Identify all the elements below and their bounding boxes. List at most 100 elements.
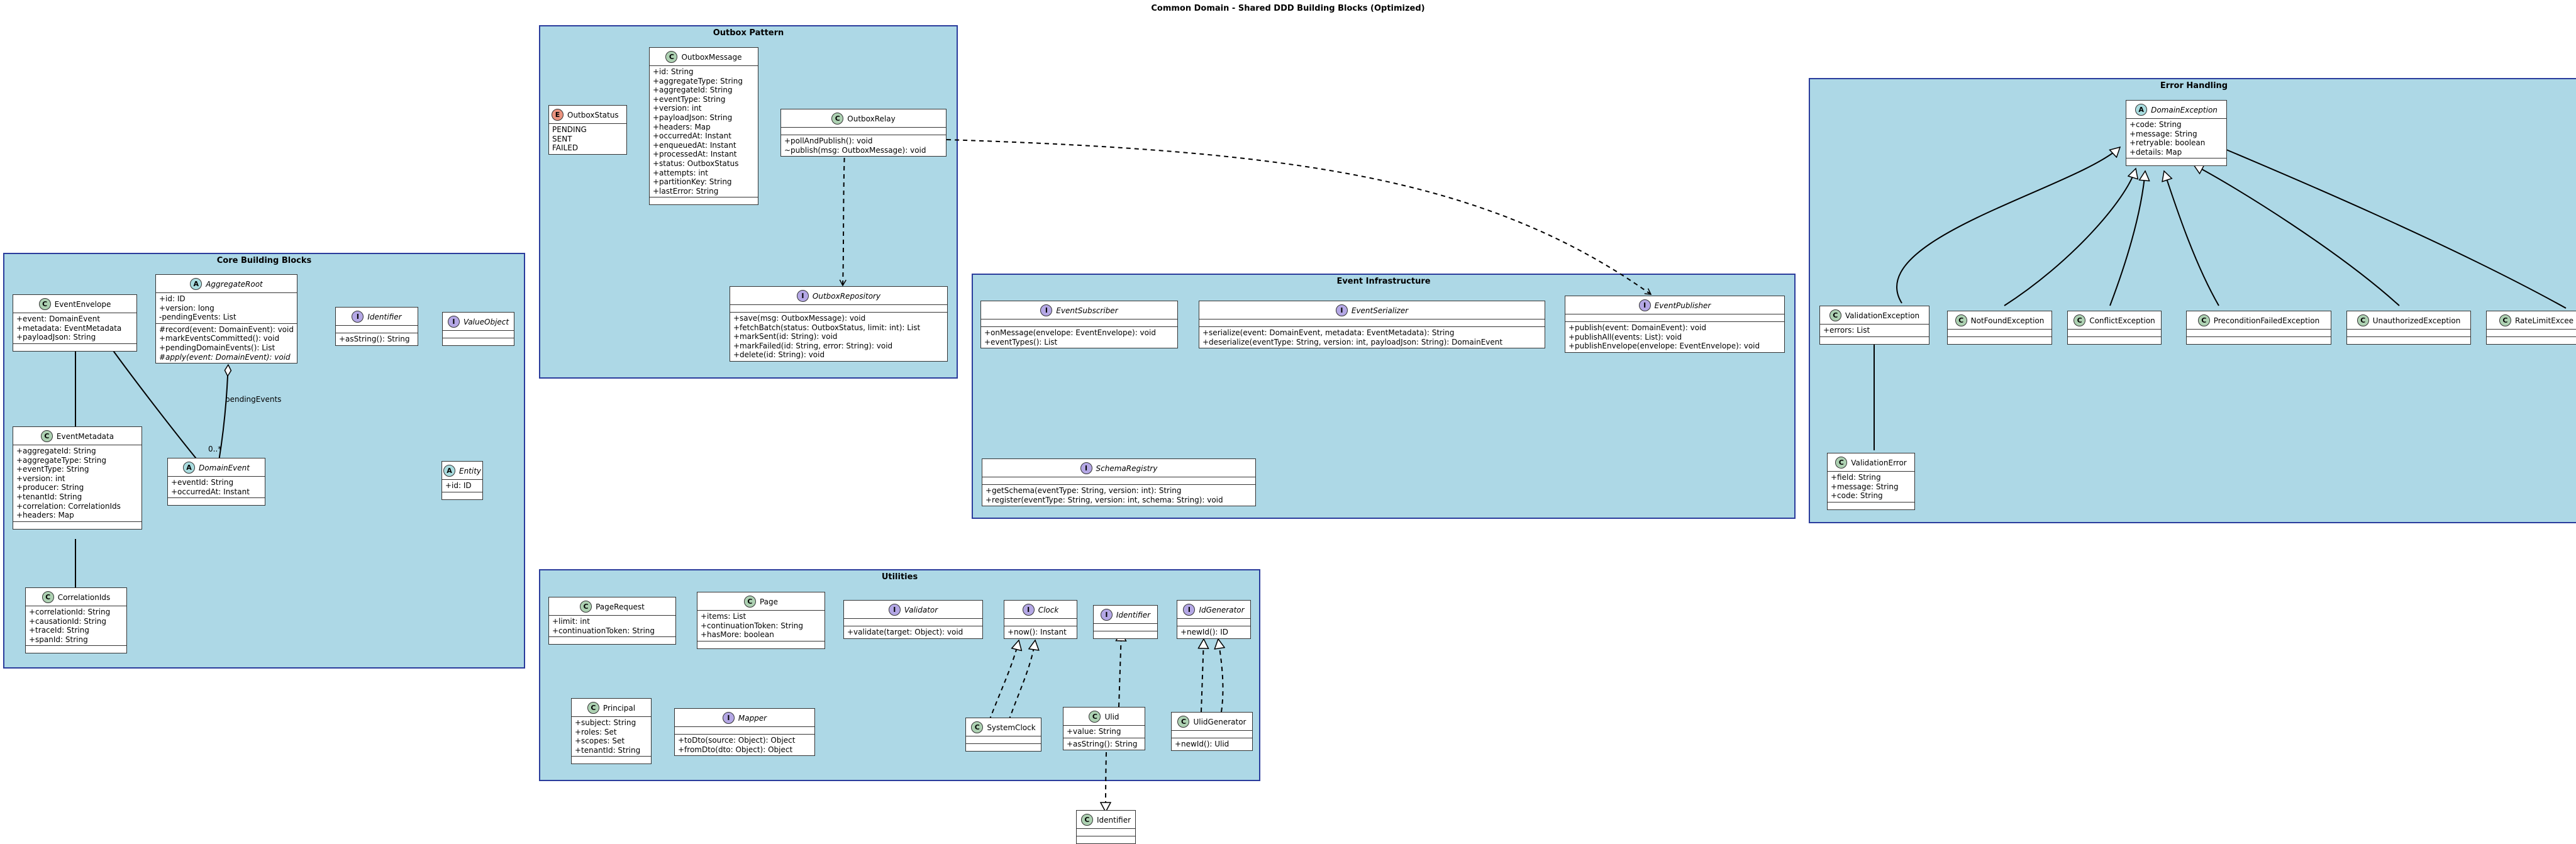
class-name: PreconditionFailedException [2213,316,2320,325]
fields-section [443,330,514,338]
abstract-class-icon: A [183,462,196,474]
class-name: PageRequest [596,602,645,611]
methods-section: +asString(): String [336,333,418,345]
class-name: ValidationException [1845,311,1920,320]
interface-icon: I [1022,604,1035,616]
methods-section [1077,836,1135,843]
method: #apply(event: DomainEvent): void [159,352,291,362]
field: PENDING [552,125,587,134]
methods-section: +getSchema(eventType: String, version: i… [982,484,1255,506]
method: +pollAndPublish(): void [784,136,873,145]
methods-section: +newId(): Ulid [1172,738,1252,750]
class-name: RateLimitExcee [2514,316,2574,325]
edge-notfound-domainexc [2004,169,2136,306]
class-name: ValueObject [463,317,509,326]
field: +occurredAt: Instant [653,131,731,141]
field: +payloadJson: String [653,113,733,122]
field: +aggregateType: String [653,76,743,86]
methods-section: +pollAndPublish(): void~publish(msg: Out… [781,135,946,156]
fields-section: +id: ID+version: long-pendingEvents: Lis… [156,292,297,323]
class-name: Identifier [367,312,402,321]
class-name: Clock [1038,605,1059,614]
package-title: Event Infrastructure [1336,277,1431,286]
fields-section [1199,319,1545,326]
methods-section [2347,336,2470,344]
methods-section: +now(): Instant [1004,626,1077,638]
method: +onMessage(envelope: EventEnvelope): voi… [984,328,1156,337]
class-name: Identifier [1096,815,1131,825]
method: +markSent(id: String): void [733,332,838,341]
fields-section [1004,618,1077,626]
class-icon: C [743,596,756,608]
methods-section [168,497,265,505]
edge-ulidgenerator-idgenerator-b [1218,639,1223,713]
class-name: SchemaRegistry [1096,464,1158,473]
class-name: ValidationError [1851,458,1907,467]
methods-section [1094,631,1157,638]
methods-section [697,640,824,648]
method: #record(event: DomainEvent): void [159,325,294,334]
field: +event: DomainEvent [16,314,101,323]
methods-section [13,343,136,351]
fields-section: +correlationId: String+causationId: Stri… [26,606,126,645]
fields-section [1077,828,1135,836]
methods-section: +asString(): String [1063,737,1145,750]
field: +id: ID [159,294,186,303]
fields-section: +items: List+continuationToken: String+h… [697,610,824,641]
class-icon: C [1835,457,1848,469]
class-icon: C [42,591,54,603]
method: +save(msg: OutboxMessage): void [733,314,866,323]
field: +causationId: String [29,616,107,626]
field: +version: int [16,474,65,483]
method: +markEventsCommitted(): void [159,334,280,343]
